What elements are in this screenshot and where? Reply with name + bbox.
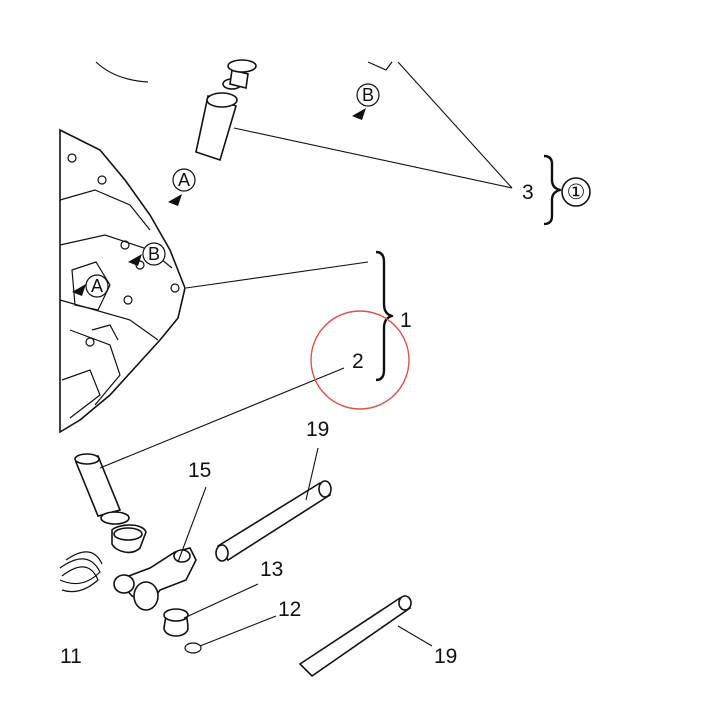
- svg-text:A: A: [91, 276, 103, 296]
- leader-lines: [99, 61, 513, 647]
- callout-12: 12: [278, 598, 301, 621]
- rocker-shaft-upper: [215, 480, 332, 562]
- highlight-circle: [310, 310, 410, 410]
- callout-13: 13: [260, 558, 283, 581]
- view-marker-b-guide: B: [352, 83, 380, 120]
- guide-b-top: [367, 61, 393, 71]
- view-marker-a-head: A: [72, 274, 109, 298]
- valve-guide-lower: [74, 453, 147, 554]
- callout-1: 1: [400, 309, 412, 332]
- bracket-3: [543, 154, 562, 226]
- callout-2: 2: [352, 350, 364, 373]
- callout-15: 15: [188, 459, 211, 482]
- view-marker-a-guide: A: [168, 168, 196, 206]
- gasket-arc: [95, 61, 149, 83]
- cylinder-head: [59, 128, 186, 434]
- svg-text:①: ①: [567, 181, 586, 204]
- circlip-12: [184, 642, 202, 654]
- callout-19-lower: 19: [434, 645, 457, 668]
- svg-text:A: A: [178, 170, 190, 190]
- rocker-arm: [113, 547, 197, 611]
- callout-11: 11: [60, 645, 82, 668]
- bracket-1: [375, 250, 394, 382]
- rocker-shaft-lower: [298, 595, 412, 678]
- valve-guide-upper: [195, 59, 257, 162]
- valve-spring: [59, 551, 103, 593]
- spacer-13: [163, 608, 189, 637]
- callout-3: 3: [522, 181, 534, 204]
- svg-text:B: B: [362, 85, 374, 105]
- circled-reference: ①: [561, 177, 591, 207]
- svg-text:B: B: [148, 244, 160, 264]
- callout-19-upper: 19: [306, 418, 329, 441]
- view-marker-b-head: B: [128, 242, 166, 266]
